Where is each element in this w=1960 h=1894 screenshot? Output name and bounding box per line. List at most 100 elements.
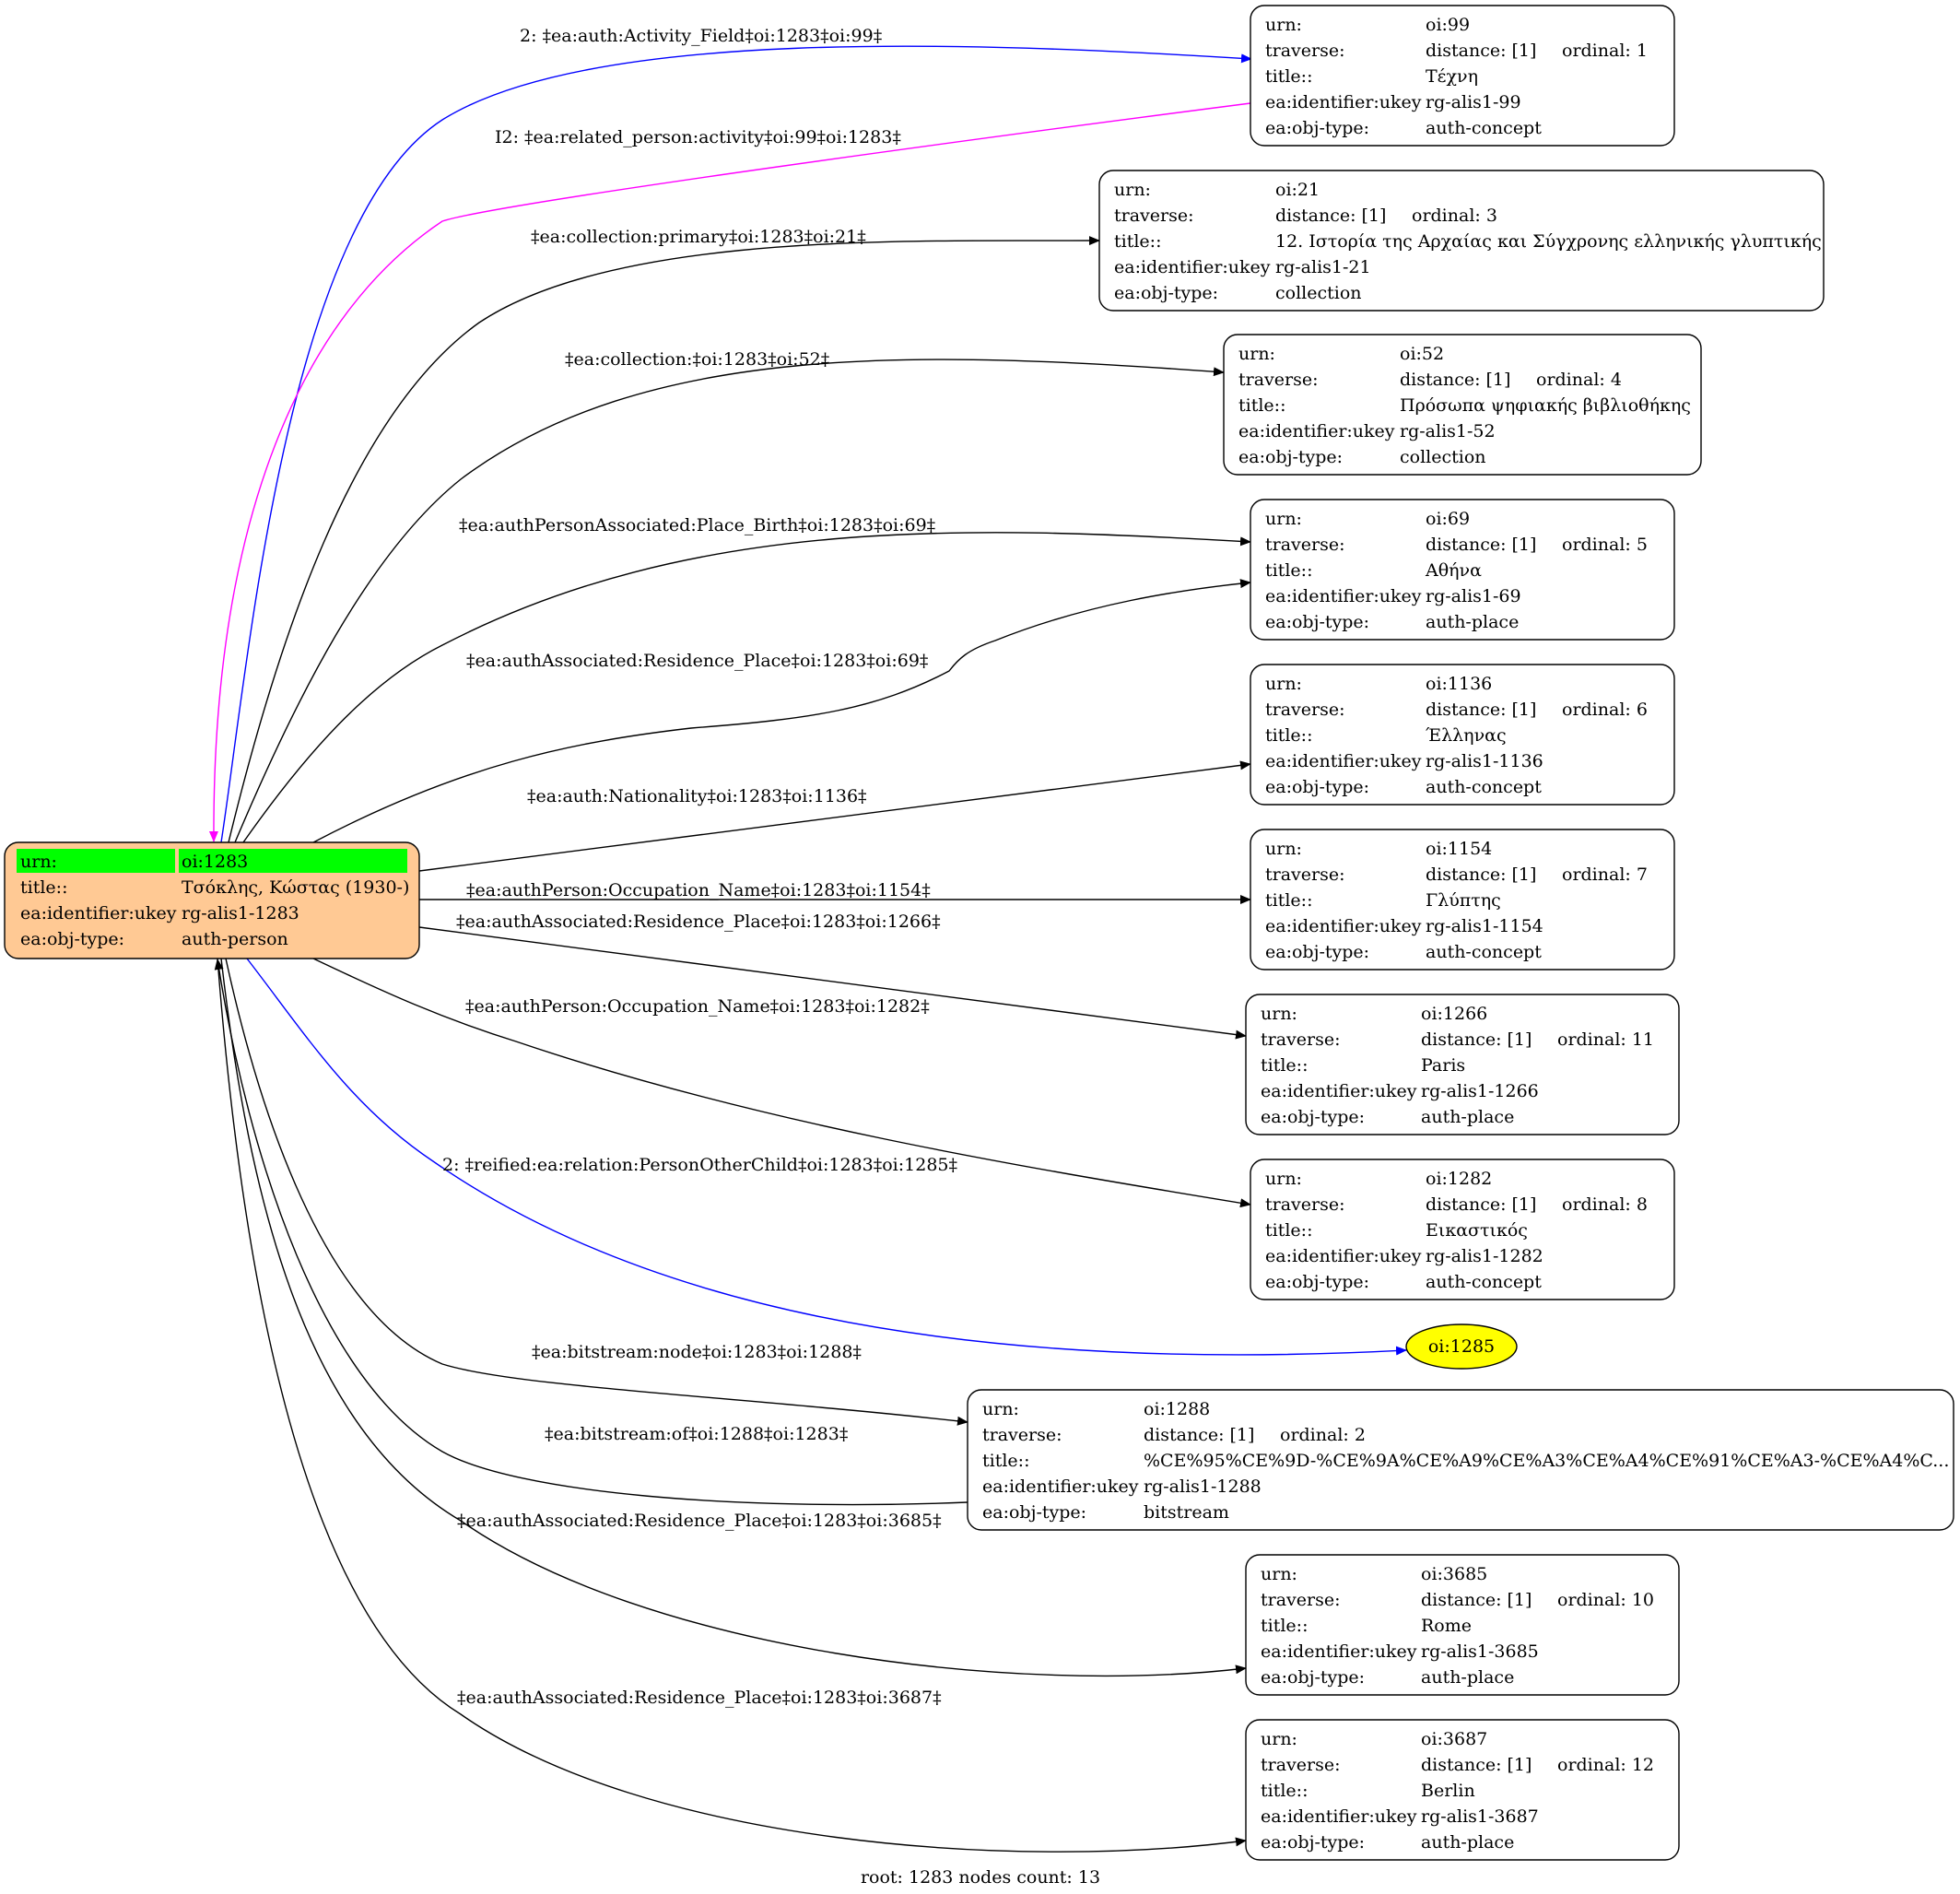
node-row-value-objtype: auth-place — [1421, 1832, 1514, 1853]
root-ukey-value: rg-alis1-1283 — [182, 903, 299, 923]
node-row-value-distance: distance: [1] — [1421, 1590, 1532, 1610]
node-row-key-objtype: ea:obj-type: — [1265, 612, 1369, 632]
node-oi1285[interactable]: oi:1285 — [1405, 1323, 1518, 1370]
node-row-value-ukey: rg-alis1-3685 — [1421, 1641, 1539, 1662]
node-row-key-traverse: traverse: — [1265, 865, 1345, 885]
node-row-key-title: title:: — [1261, 1055, 1308, 1076]
node-row-value-ukey: rg-alis1-1154 — [1426, 916, 1543, 936]
node-row-value-urn: oi:99 — [1426, 15, 1470, 35]
node-row-key-objtype: ea:obj-type: — [1261, 1107, 1365, 1127]
node-row-value-ordinal: ordinal: 8 — [1562, 1194, 1648, 1215]
edge-bitstream-node[interactable]: ‡ea:bitstream:node‡oi:1283‡oi:1288‡ — [225, 958, 968, 1426]
node-row-key-ukey: ea:identifier:ukey — [1265, 586, 1422, 606]
edge-residence-place-3685[interactable]: ‡ea:authAssociated:Residence_Place‡oi:12… — [220, 958, 1247, 1677]
edge-activity-field[interactable]: 2: ‡ea:auth:Activity_Field‡oi:1283‡oi:99… — [220, 26, 1252, 843]
root-title-key: title:: — [20, 877, 67, 898]
node-row-value-title: Τέχνη — [1426, 66, 1478, 87]
node-row-value-title: Έλληνας — [1426, 725, 1507, 746]
node-row-value-ordinal: ordinal: 3 — [1412, 206, 1497, 226]
node-row-key-title: title:: — [1114, 231, 1161, 252]
edge-collection[interactable]: ‡ea:collection:‡oi:1283‡oi:52‡ — [234, 349, 1225, 843]
node-row-value-ukey: rg-alis1-3687 — [1421, 1806, 1539, 1827]
edge-residence-place-69[interactable]: ‡ea:authAssociated:Residence_Place‡oi:12… — [312, 579, 1251, 843]
node-row-value-title: Paris — [1421, 1055, 1465, 1076]
node-row-value-urn: oi:1154 — [1426, 839, 1492, 859]
root-node[interactable]: urn: oi:1283 title:: Τσόκλης, Κώστας (19… — [4, 841, 420, 959]
node-row-key-traverse: traverse: — [1265, 535, 1345, 555]
edge-label-bitstream-of: ‡ea:bitstream:of‡oi:1288‡oi:1283‡ — [545, 1424, 848, 1444]
edge-residence-place-1266[interactable]: ‡ea:authAssociated:Residence_Place‡oi:12… — [418, 912, 1247, 1040]
node-row-value-ukey: rg-alis1-21 — [1275, 257, 1371, 277]
node-box — [1250, 829, 1675, 971]
edge-collection-primary[interactable]: ‡ea:collection:primary‡oi:1283‡oi:21‡ — [228, 227, 1100, 843]
node-row-key-objtype: ea:obj-type: — [1265, 942, 1369, 962]
edge-label-collection-primary: ‡ea:collection:primary‡oi:1283‡oi:21‡ — [531, 227, 866, 247]
node-row-key-objtype: ea:obj-type: — [1261, 1832, 1365, 1853]
root-objtype-key: ea:obj-type: — [20, 929, 124, 949]
node-row-key-traverse: traverse: — [1261, 1755, 1341, 1775]
node-row-value-objtype: auth-concept — [1426, 942, 1542, 962]
edge-residence-place-3687[interactable]: ‡ea:authAssociated:Residence_Place‡oi:12… — [217, 958, 1247, 1853]
node-row-key-objtype: ea:obj-type: — [1238, 447, 1343, 467]
node-row-key-urn: urn: — [1265, 15, 1302, 35]
edge-bitstream-of[interactable]: ‡ea:bitstream:of‡oi:1288‡oi:1283‡ — [214, 959, 968, 1506]
node-row-value-distance: distance: [1] — [1426, 1194, 1536, 1215]
node-row-key-title: title:: — [1261, 1781, 1308, 1801]
node-row-key-traverse: traverse: — [982, 1425, 1062, 1445]
node-box — [1250, 664, 1675, 806]
edge-occupation-1282[interactable]: ‡ea:authPerson:Occupation_Name‡oi:1283‡o… — [312, 958, 1251, 1208]
node-row-value-ukey: rg-alis1-99 — [1426, 92, 1521, 112]
node-row-key-ukey: ea:identifier:ukey — [1238, 421, 1395, 441]
edge-nationality[interactable]: ‡ea:auth:Nationality‡oi:1283‡oi:1136‡ — [418, 760, 1251, 872]
node-row-value-title: Αθήνα — [1425, 560, 1482, 581]
node-row-value-ordinal: ordinal: 5 — [1562, 535, 1648, 555]
node-row-key-urn: urn: — [1265, 839, 1302, 859]
node-row-value-urn: oi:1288 — [1144, 1399, 1210, 1419]
edge-person-other-child[interactable]: 2: ‡reified:ea:relation:PersonOtherChild… — [246, 958, 1407, 1356]
node-row-key-ukey: ea:identifier:ukey — [1265, 1246, 1422, 1266]
node-row-value-ordinal: ordinal: 4 — [1536, 370, 1622, 390]
node-oi1154[interactable]: urn: oi:1154 traverse: distance: [1] ordinal… — [1250, 829, 1675, 971]
node-row-value-title: Berlin — [1421, 1781, 1475, 1801]
edge-occupation-1154[interactable]: ‡ea:authPerson:Occupation_Name‡oi:1283‡o… — [419, 880, 1251, 904]
node-row-key-urn: urn: — [1114, 180, 1151, 200]
node-row-value-urn: oi:52 — [1400, 344, 1444, 364]
node-row-key-title: title:: — [1238, 395, 1285, 416]
node-box — [1098, 170, 1825, 312]
node-row-key-urn: urn: — [1265, 509, 1302, 529]
node-box — [967, 1389, 1954, 1531]
node-row-value-ordinal: ordinal: 12 — [1557, 1755, 1654, 1775]
edge-label-residence-place-3685: ‡ea:authAssociated:Residence_Place‡oi:12… — [457, 1511, 942, 1531]
node-row-value-ukey: rg-alis1-1282 — [1426, 1246, 1543, 1266]
node-row-value-objtype: auth-place — [1421, 1667, 1514, 1688]
node-row-value-objtype: auth-place — [1426, 612, 1519, 632]
node-box — [1245, 1554, 1680, 1696]
node-row-value-urn: oi:21 — [1275, 180, 1320, 200]
node-row-value-distance: distance: [1] — [1426, 700, 1536, 720]
node-row-value-ordinal: ordinal: 6 — [1562, 700, 1648, 720]
root-urn-key: urn: — [20, 852, 57, 872]
node-box — [1223, 334, 1702, 476]
node-row-value-title: Πρόσωπα ψηφιακής βιβλιοθήκης — [1400, 395, 1691, 416]
edge-label-person-other-child: 2: ‡reified:ea:relation:PersonOtherChild… — [442, 1155, 957, 1175]
graph-caption: root: 1283 nodes count: 13 — [861, 1867, 1100, 1888]
node-row-value-ordinal: ordinal: 7 — [1562, 865, 1648, 885]
node-row-value-ordinal: ordinal: 2 — [1280, 1425, 1366, 1445]
node-row-value-distance: distance: [1] — [1426, 41, 1536, 61]
node-row-value-distance: distance: [1] — [1426, 865, 1536, 885]
node-row-value-distance: distance: [1] — [1144, 1425, 1254, 1445]
edge-related-person-activity[interactable]: I2: ‡ea:related_person:activity‡oi:99‡oi… — [208, 102, 1251, 842]
node-box — [1245, 994, 1680, 1135]
node-row-key-title: title:: — [1265, 725, 1312, 746]
edge-place-birth[interactable]: ‡ea:authPersonAssociated:Place_Birth‡oi:… — [242, 515, 1251, 843]
